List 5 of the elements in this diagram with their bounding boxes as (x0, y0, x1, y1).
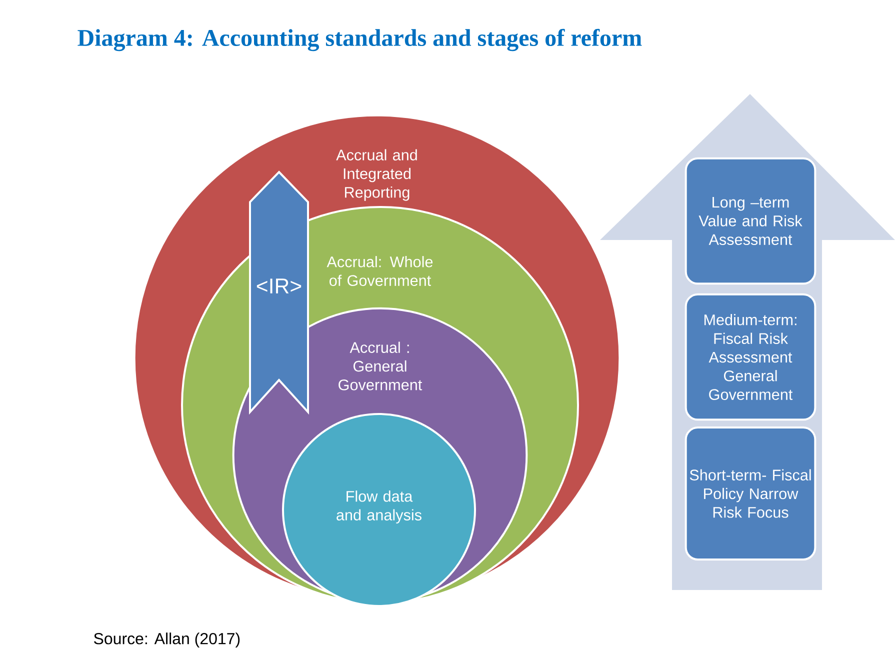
stage-box: Short-term- Fiscal Policy Narrow Risk Focus (684, 426, 816, 560)
stage-box: Medium-term: Fiscal Risk Assessment General Government (684, 293, 816, 421)
caption: Source: Allan (2017) (94, 632, 240, 648)
title: Diagram 4: Accounting standards and stages of reform (78, 28, 642, 52)
stage-box: Long –term Value and Risk Assessment (684, 157, 816, 285)
